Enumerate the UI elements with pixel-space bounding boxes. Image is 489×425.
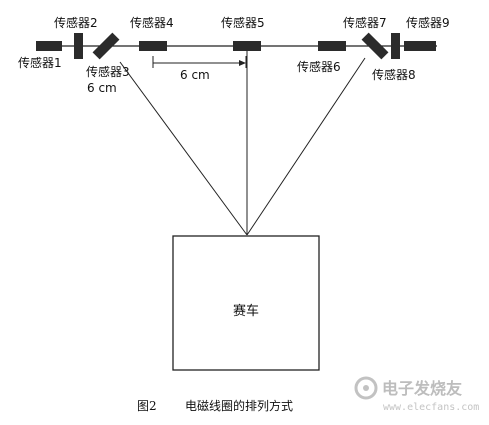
guide-line-right (246, 57, 366, 236)
sensor-2 (74, 33, 83, 59)
sensor-7 (361, 32, 389, 60)
dimension-label-b: 6 cm (180, 68, 210, 82)
sensor-3 (92, 32, 120, 60)
watermark-logo-dot-icon (363, 385, 369, 391)
sensor-label-5: 传感器5 (221, 15, 265, 30)
sensor-label-2: 传感器2 (54, 15, 98, 30)
sensor-label-3: 传感器3 (86, 64, 130, 79)
dimension-label-a: 6 cm (87, 81, 117, 95)
watermark-logo-icon (354, 376, 378, 400)
sensor-label-7: 传感器7 (343, 15, 387, 30)
figure-title: 电磁线圈的排列方式 (185, 398, 293, 413)
watermark-text: 电子发烧友 (382, 379, 463, 398)
dimension-arrowhead (239, 60, 246, 66)
sensor-6 (318, 41, 346, 51)
sensor-label-8: 传感器8 (372, 67, 416, 82)
sensor-9 (404, 41, 436, 51)
sensor-label-9: 传感器9 (406, 15, 450, 30)
car-box (172, 235, 320, 371)
watermark-url: www.elecfans.com (383, 402, 479, 413)
sensor-1 (36, 41, 62, 51)
car-label: 赛车 (233, 303, 259, 319)
sensor-label-4: 传感器4 (130, 15, 174, 30)
watermark: 电子发烧友 www.elecfans.com (354, 376, 479, 413)
sensor-5 (233, 41, 261, 51)
sensor-4 (139, 41, 167, 51)
guide-line-left (119, 61, 248, 236)
figure-number: 图2 (137, 399, 157, 413)
sensor-label-1: 传感器1 (18, 55, 62, 70)
sensor-8 (391, 33, 400, 59)
sensor-label-6: 传感器6 (297, 59, 341, 74)
